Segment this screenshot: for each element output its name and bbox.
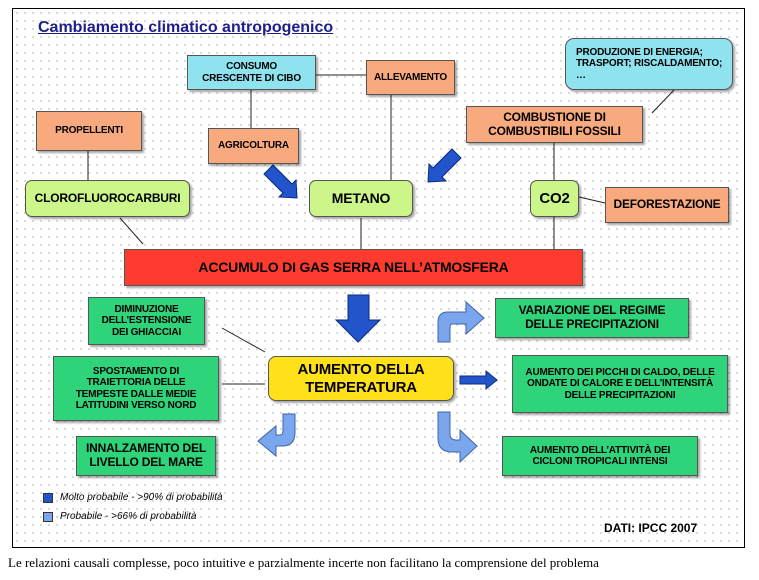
node-picchi-caldo: AUMENTO DEI PICCHI DI CALDO, DELLE ONDAT… xyxy=(512,355,728,413)
legend-swatch-likely xyxy=(43,512,53,522)
legend-very-likely: Molto probabile - >90% di probabilità xyxy=(60,492,223,503)
node-variazione-precipitazioni: VARIAZIONE DEL REGIME DELLE PRECIPITAZIO… xyxy=(495,298,689,338)
node-combustione: COMBUSTIONE DI COMBUSTIBILI FOSSILI xyxy=(466,106,643,143)
arrow-temp-picchi xyxy=(459,369,498,391)
node-metano: METANO xyxy=(309,180,413,217)
line-produzione-combustione xyxy=(651,89,675,114)
arrow-temp-variazione xyxy=(437,300,485,343)
node-produzione-energia: PRODUZIONE DI ENERGIA; TRASPORT; RISCALD… xyxy=(565,38,733,90)
node-consumo-cibo: CONSUMO CRESCENTE DI CIBO xyxy=(187,55,316,90)
arrow-agricoltura-metano xyxy=(263,164,298,199)
legend-likely: Probabile - >66% di probabilità xyxy=(60,511,197,522)
node-spostamento-tempeste: SPOSTAMENTO DI TRAIETTORIA DELLE TEMPEST… xyxy=(53,356,219,421)
node-innalzamento-mare: INNALZAMENTO DEL LIVELLO DEL MARE xyxy=(76,436,216,476)
node-allevamento: ALLEVAMENTO xyxy=(366,60,455,95)
line-diminuzione-temp xyxy=(221,327,266,353)
node-aumento-temperatura: AUMENTO DELLA TEMPERATURA xyxy=(268,356,454,401)
line-cfc-accumulo xyxy=(119,217,144,245)
node-agricoltura: AGRICOLTURA xyxy=(208,128,299,164)
diagram-title: Cambiamento climatico antropogenico xyxy=(38,19,334,36)
node-propellenti: PROPELLENTI xyxy=(36,111,142,151)
node-accumulo-gas-serra: ACCUMULO DI GAS SERRA NELL’ATMOSFERA xyxy=(124,249,583,286)
arrow-temp-cicloni xyxy=(437,411,478,464)
legend-swatch-very-likely xyxy=(43,493,53,503)
line-co2-deforestazione xyxy=(578,196,606,204)
node-co2: CO2 xyxy=(530,180,579,217)
node-deforestazione: DEFORESTAZIONE xyxy=(605,187,729,223)
node-cicloni-tropicali: AUMENTO DELL’ATTIVITÀ DEI CICLONI TROPIC… xyxy=(502,436,698,476)
node-diminuzione-ghiacciai: DIMINUZIONE DELL’ESTENSIONE DEI GHIACCIA… xyxy=(88,297,205,345)
arrow-combustione-metano xyxy=(427,148,462,183)
source-label: DATI: IPCC 2007 xyxy=(604,521,698,535)
arrow-temp-innalzamento xyxy=(257,413,296,458)
arrow-accumulo-temp xyxy=(334,294,382,343)
figure-caption: Le relazioni causali complesse, poco int… xyxy=(8,555,599,570)
node-clorofluorocarburi: CLOROFLUOROCARBURI xyxy=(25,180,190,217)
